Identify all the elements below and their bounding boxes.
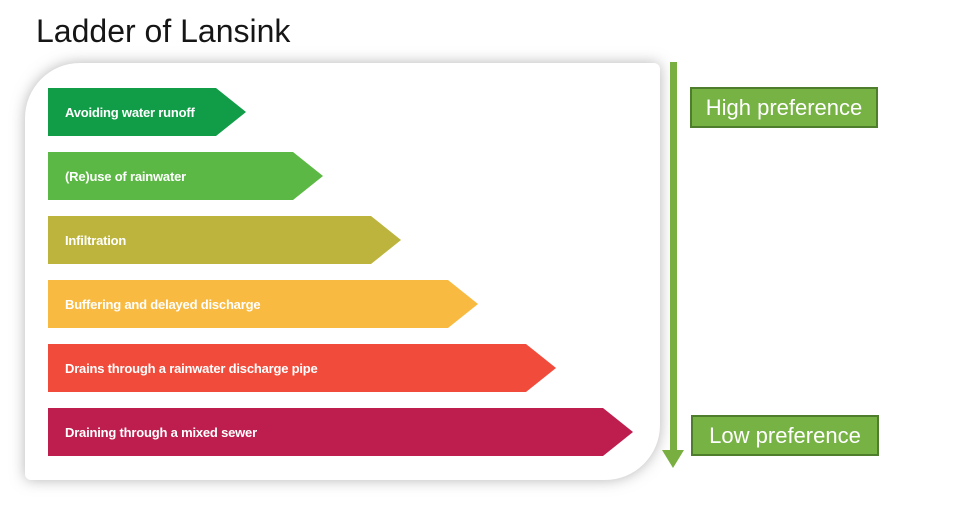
low-preference-label: Low preference (709, 422, 861, 448)
ladder-step-label: Draining through a mixed sewer (65, 424, 257, 440)
ladder-step-label: Avoiding water runoff (65, 104, 195, 120)
ladder-step-label: (Re)use of rainwater (65, 168, 186, 184)
ladder-step-3: Infiltration (48, 216, 401, 264)
ladder-step-label: Infiltration (65, 232, 127, 248)
high-preference-label: High preference (705, 94, 863, 120)
ladder-step-4: Buffering and delayed discharge (48, 280, 478, 328)
ladder-step-5: Drains through a rainwater discharge pip… (48, 344, 556, 392)
ladder-step-6: Draining through a mixed sewer (48, 408, 633, 456)
ladder-step-label: Buffering and delayed discharge (65, 296, 261, 312)
low-preference-badge: Low preference (691, 415, 879, 456)
high-preference-badge: High preference (690, 87, 878, 128)
ladder-card: Avoiding water runoff (Re)use of rainwat… (25, 63, 660, 480)
ladder-step-1: Avoiding water runoff (48, 88, 246, 136)
slide-title: Ladder of Lansink (36, 13, 291, 49)
arrow-down-icon (662, 450, 684, 468)
preference-arrow-line (670, 62, 677, 451)
ladder-step-2: (Re)use of rainwater (48, 152, 323, 200)
ladder-step-label: Drains through a rainwater discharge pip… (65, 360, 318, 376)
